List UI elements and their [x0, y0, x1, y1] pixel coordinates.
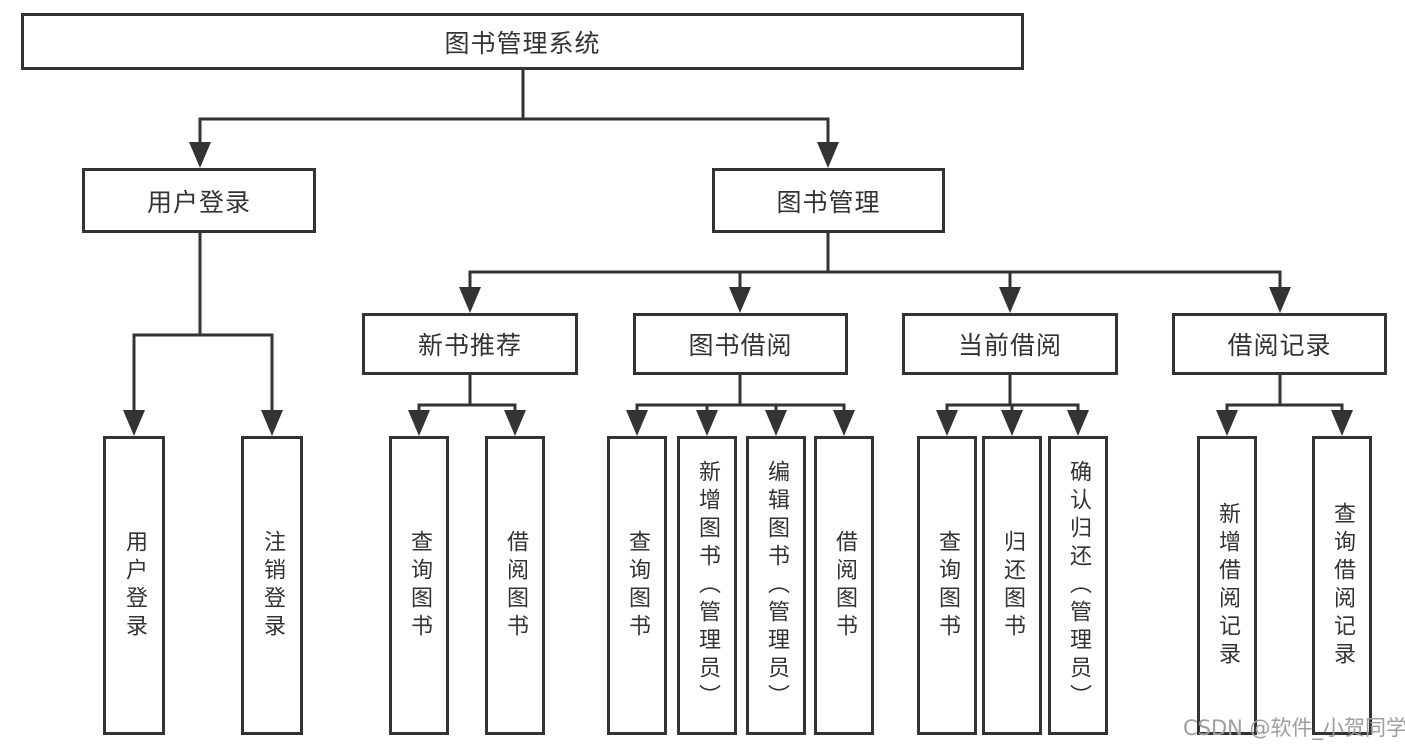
node-new-book-recommend: 新书推荐: [362, 313, 578, 375]
node-book-borrow: 图书借阅: [633, 313, 848, 375]
leaf-add-borrow-record: 新增借阅记录: [1197, 436, 1257, 735]
leaf-query-books-borrow: 查询图书: [607, 436, 667, 735]
leaf-logout-login: 注销登录: [241, 436, 303, 735]
leaf-query-borrow-record: 查询借阅记录: [1312, 436, 1372, 735]
leaf-borrow-books: 借阅图书: [814, 436, 874, 735]
node-borrow-records: 借阅记录: [1172, 313, 1387, 375]
leaf-user-login: 用户登录: [103, 436, 165, 735]
node-library-management-system: 图书管理系统: [21, 13, 1024, 70]
leaf-confirm-return-admin: 确认归还（管理员）: [1048, 436, 1108, 735]
watermark: CSDN @软件_小贺同学: [1183, 716, 1405, 740]
leaf-borrow-books-recommend: 借阅图书: [485, 436, 545, 735]
node-current-borrow: 当前借阅: [902, 313, 1118, 375]
leaf-query-books-current: 查询图书: [917, 436, 977, 735]
leaf-add-books-admin: 新增图书（管理员）: [677, 436, 737, 735]
node-user-login: 用户登录: [82, 168, 316, 233]
leaf-query-books-recommend: 查询图书: [389, 436, 449, 735]
node-book-management: 图书管理: [712, 168, 945, 233]
leaf-edit-books-admin: 编辑图书（管理员）: [746, 436, 806, 735]
leaf-return-books: 归还图书: [982, 436, 1042, 735]
